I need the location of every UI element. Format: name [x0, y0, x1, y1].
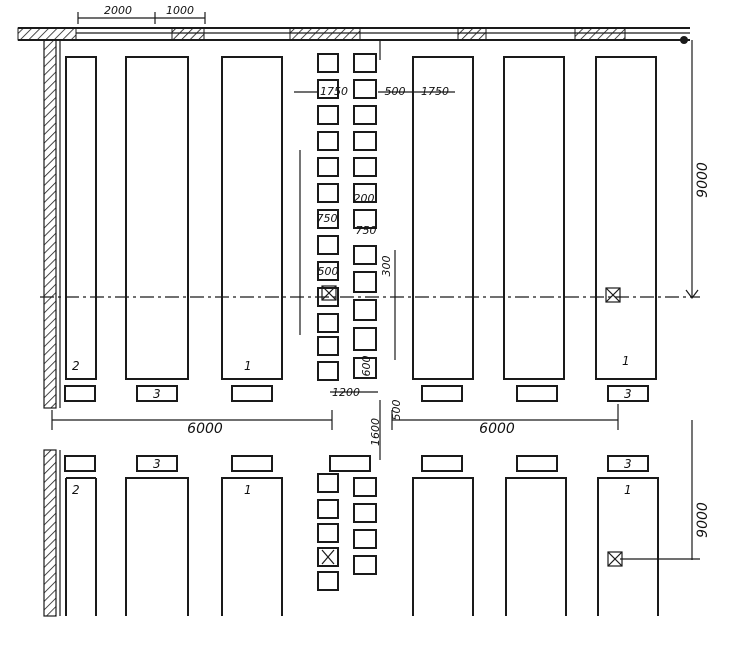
dim-300-top: 300	[380, 256, 393, 277]
top-wall	[17, 27, 690, 44]
marker-2-lower: 2	[72, 483, 80, 497]
top-dim-2000: 2000	[104, 4, 132, 17]
dim-750-left: 750	[317, 212, 338, 225]
axis-arrow	[685, 289, 699, 299]
dim-6000-right: 6000	[479, 421, 515, 437]
left-wall-upper	[43, 39, 61, 409]
marker-3-lower-2: 3	[624, 457, 632, 471]
marker-1-lower-right: 1	[624, 483, 632, 497]
dim-1600: 1600	[369, 418, 382, 446]
marker-3-upper-1: 3	[153, 387, 161, 401]
dim-600-low: 600	[360, 356, 373, 377]
top-dim-1000: 1000	[166, 4, 194, 17]
dim-200-box: 200	[354, 192, 375, 205]
dim-9000-bottom: 9000	[695, 502, 711, 538]
upper-small-boxes	[64, 385, 649, 402]
marker-2-upper: 2	[72, 359, 80, 373]
marker-1-lower-left: 1	[244, 483, 252, 497]
upper-equipment-row	[65, 56, 657, 380]
dim-6000-left: 6000	[187, 421, 223, 437]
marker-3-upper-2: 3	[624, 387, 632, 401]
central-column-marker	[321, 285, 337, 301]
lower-equipment-row	[65, 477, 659, 616]
right-column-marker-lower	[607, 551, 700, 567]
dim-1750-left: 1750	[320, 85, 348, 98]
lower-small-boxes	[64, 455, 649, 472]
dim-750-right: 750	[356, 224, 377, 237]
dim-1200: 1200	[332, 386, 360, 399]
dim-500-mid: 500	[318, 265, 339, 278]
right-column-marker-upper	[605, 287, 621, 303]
central-box-grid	[317, 53, 377, 381]
dim-9000-top: 9000	[695, 162, 711, 198]
dim-1750-right: 1750	[421, 85, 449, 98]
marker-1-upper-left: 1	[244, 359, 252, 373]
top-dimensions	[77, 12, 206, 24]
lower-central-boxes	[317, 473, 377, 591]
left-wall-lower	[43, 449, 61, 617]
dim-500-top: 500	[385, 85, 406, 98]
dim-500-vertical: 500	[390, 400, 403, 421]
marker-1-upper-right: 1	[622, 354, 630, 368]
marker-3-lower-1: 3	[153, 457, 161, 471]
central-dimension-lines	[294, 40, 455, 393]
dimension-6000-line	[51, 400, 619, 460]
